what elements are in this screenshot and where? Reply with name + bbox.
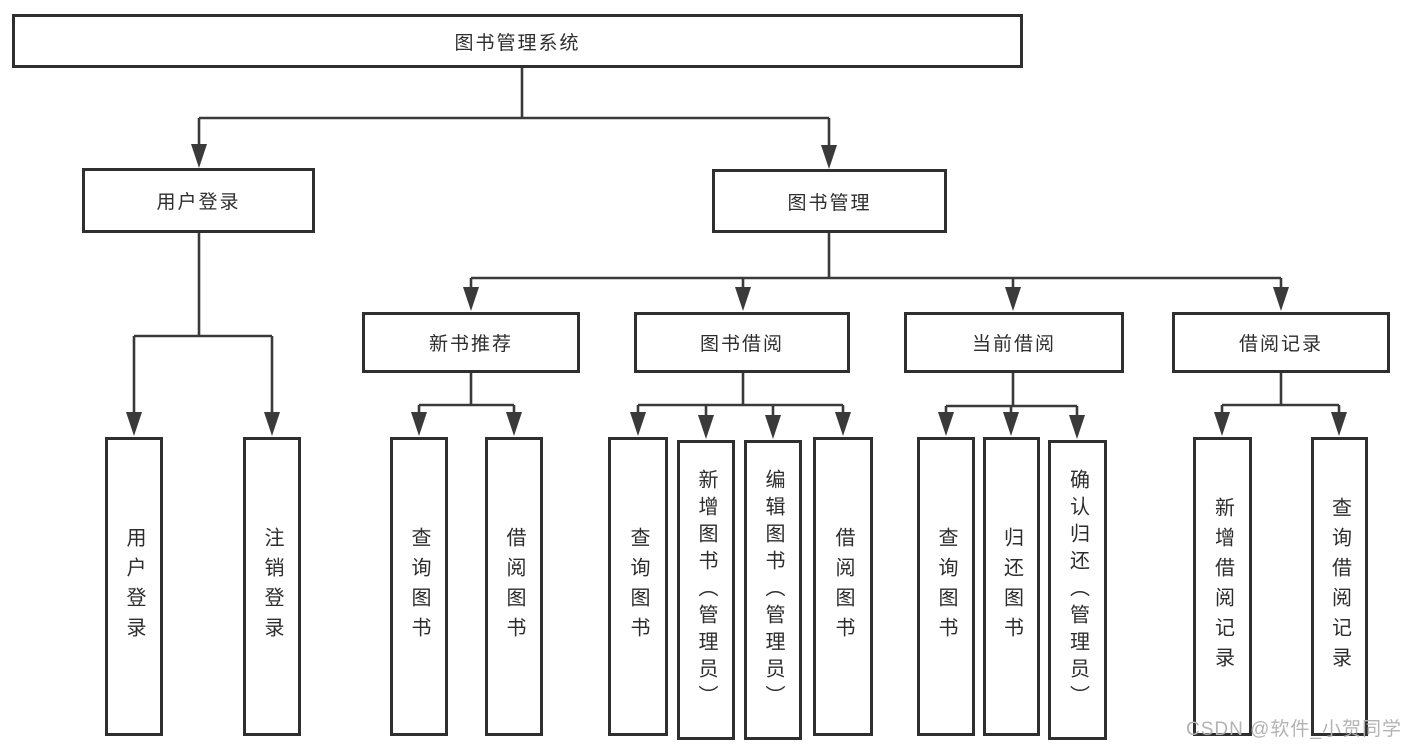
arrowheads bbox=[126, 144, 1347, 439]
node-query-borrow-record: 查询借阅记录 bbox=[1311, 437, 1368, 736]
node-add-borrow-record: 新增借阅记录 bbox=[1193, 437, 1252, 736]
node-book-management-label: 图书管理 bbox=[787, 192, 872, 214]
node-add-borrow-record-label: 新增借阅记录 bbox=[1211, 496, 1234, 677]
node-edit-books-admin-label: 编辑图书（管理员） bbox=[762, 468, 784, 712]
node-current-borrowing: 当前借阅 bbox=[904, 312, 1124, 373]
csdn-watermark: CSDN @软件_小贺同学 bbox=[1186, 719, 1402, 740]
node-book-borrowing-label: 图书借阅 bbox=[699, 334, 784, 355]
connector-paths bbox=[132, 68, 1341, 419]
node-borrow-records-label: 借阅记录 bbox=[1238, 334, 1323, 355]
node-current-borrowing-label: 当前借阅 bbox=[971, 334, 1056, 355]
node-query-books-borrowing-label: 查询图书 bbox=[627, 526, 649, 647]
node-book-management: 图书管理 bbox=[712, 169, 947, 233]
node-borrow-books-borrowing-label: 借阅图书 bbox=[832, 526, 854, 647]
node-logout-action-label: 注销登录 bbox=[261, 526, 283, 647]
node-library-system: 图书管理系统 bbox=[12, 14, 1023, 68]
node-return-books: 归还图书 bbox=[983, 437, 1040, 736]
node-borrow-books-borrowing: 借阅图书 bbox=[813, 437, 873, 736]
node-user-login-action-label: 用户登录 bbox=[123, 526, 145, 647]
node-confirm-return-admin-label: 确认归还（管理员） bbox=[1066, 468, 1089, 712]
node-borrow-books-recommend: 借阅图书 bbox=[485, 437, 543, 736]
node-query-books-current: 查询图书 bbox=[917, 437, 975, 736]
node-query-books-recommend-label: 查询图书 bbox=[408, 526, 430, 647]
node-borrow-records: 借阅记录 bbox=[1172, 312, 1390, 373]
node-borrow-books-recommend-label: 借阅图书 bbox=[503, 526, 525, 647]
node-confirm-return-admin: 确认归还（管理员） bbox=[1048, 440, 1107, 740]
node-new-book-recommend-label: 新书推荐 bbox=[428, 334, 513, 355]
node-add-books-admin-label: 新增图书（管理员） bbox=[695, 468, 717, 712]
node-user-login-action: 用户登录 bbox=[105, 437, 163, 736]
node-query-books-current-label: 查询图书 bbox=[935, 526, 957, 647]
node-user-login-label: 用户登录 bbox=[156, 192, 241, 213]
node-new-book-recommend: 新书推荐 bbox=[362, 312, 580, 373]
node-edit-books-admin: 编辑图书（管理员） bbox=[744, 440, 802, 740]
node-book-borrowing: 图书借阅 bbox=[634, 312, 850, 373]
node-query-books-borrowing: 查询图书 bbox=[608, 437, 668, 736]
node-user-login: 用户登录 bbox=[82, 168, 315, 233]
node-return-books-label: 归还图书 bbox=[1000, 526, 1023, 647]
node-query-borrow-record-label: 查询借阅记录 bbox=[1328, 496, 1351, 677]
node-logout-action: 注销登录 bbox=[243, 437, 301, 736]
node-query-books-recommend: 查询图书 bbox=[390, 437, 448, 736]
node-add-books-admin: 新增图书（管理员） bbox=[677, 440, 735, 740]
node-library-system-label: 图书管理系统 bbox=[454, 32, 581, 54]
